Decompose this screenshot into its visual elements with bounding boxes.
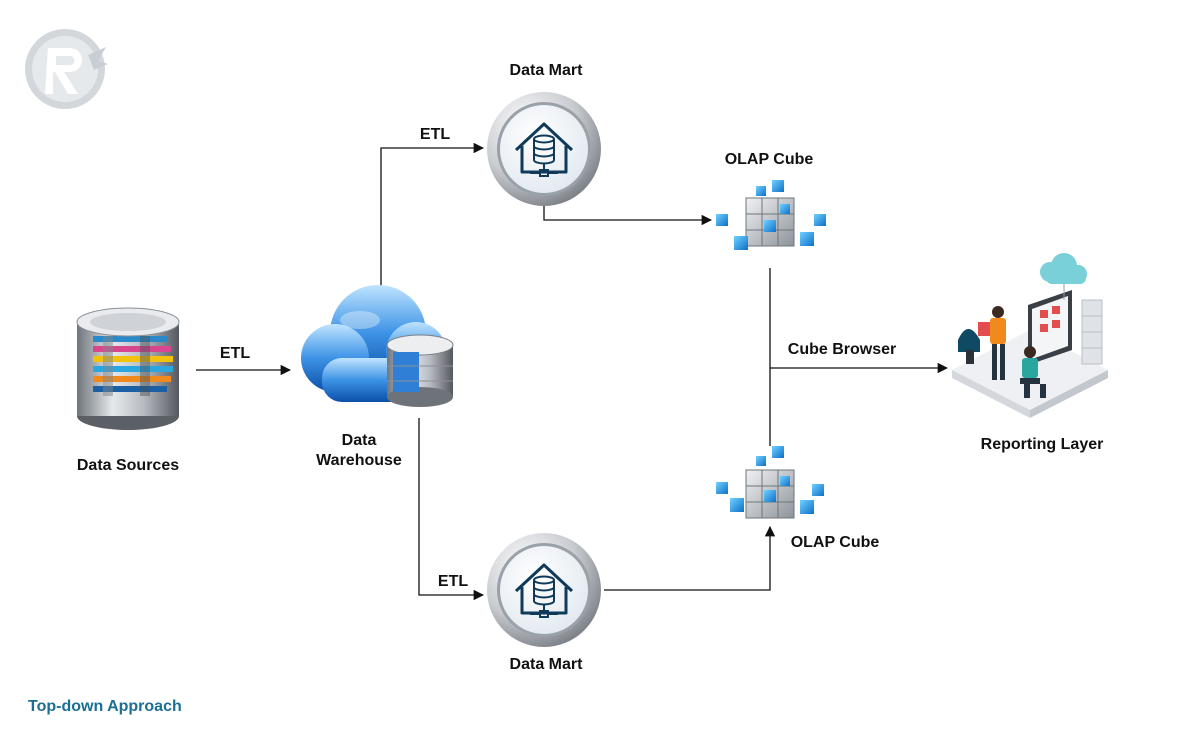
edge-bottom-mart-to-cube bbox=[604, 525, 776, 591]
data-mart-top-label: Data Mart bbox=[509, 62, 583, 79]
logo-icon bbox=[25, 29, 108, 109]
data-mart-bottom-label: Data Mart bbox=[509, 656, 583, 673]
data-sources-label: Data Sources bbox=[76, 457, 180, 474]
etl-label-sources: ETL bbox=[219, 345, 251, 362]
cloud-warehouse-icon bbox=[301, 285, 454, 407]
etl-label-bottom-mart: ETL bbox=[437, 573, 469, 590]
olap-cube-top-label: OLAP Cube bbox=[724, 151, 814, 168]
data-mart-top-icon bbox=[487, 92, 601, 206]
cube-browser-label: Cube Browser bbox=[787, 341, 897, 358]
olap-cube-top-icon bbox=[716, 180, 826, 250]
data-mart-bottom-icon bbox=[487, 533, 601, 647]
data-warehouse-label-line2: Warehouse bbox=[316, 452, 402, 469]
diagram-caption: Top-down Approach bbox=[28, 698, 182, 715]
edge-warehouse-to-bottom-mart bbox=[418, 418, 485, 601]
olap-cube-bottom-label: OLAP Cube bbox=[790, 534, 880, 551]
edge-warehouse-to-top-mart bbox=[380, 142, 485, 293]
reporting-layer-illustration bbox=[952, 253, 1108, 418]
data-warehouse-label-line1: Data bbox=[341, 432, 377, 449]
database-icon bbox=[76, 307, 180, 430]
connectors bbox=[196, 142, 949, 601]
olap-cube-bottom-icon bbox=[716, 446, 824, 519]
edge-top-mart-to-cube bbox=[543, 205, 713, 226]
etl-label-top-mart: ETL bbox=[419, 126, 451, 143]
reporting-layer-label: Reporting Layer bbox=[980, 436, 1104, 453]
